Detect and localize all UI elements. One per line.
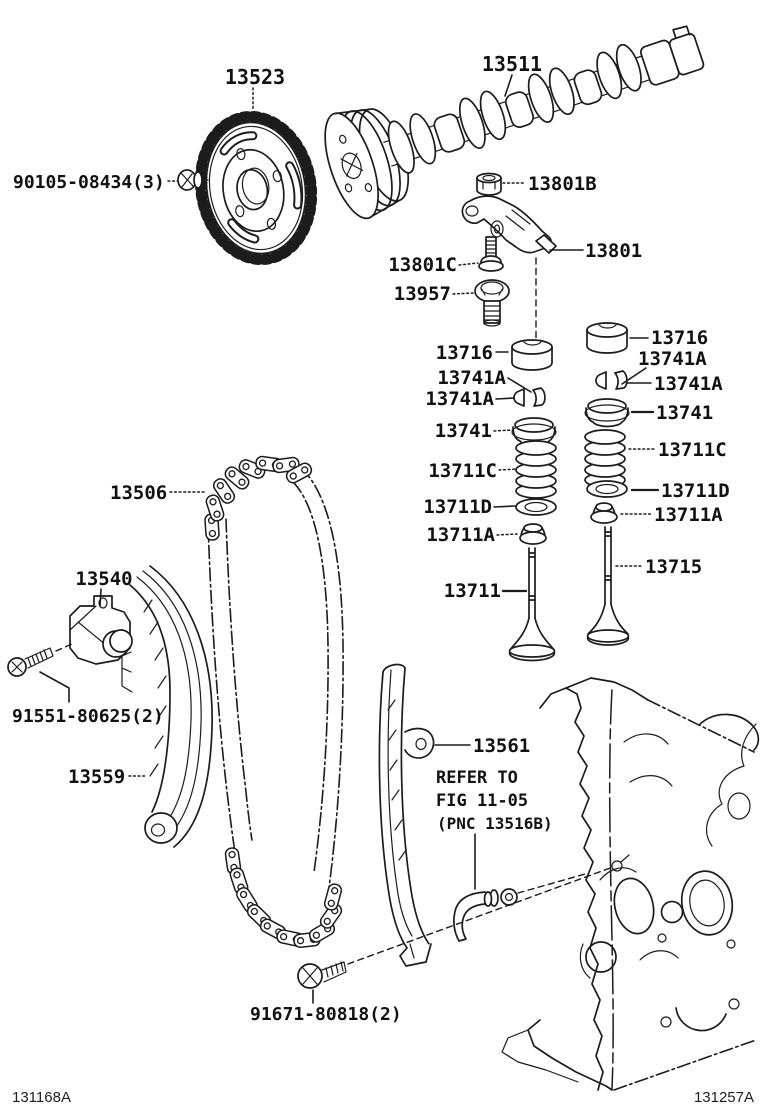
part-label-13801C: 13801C xyxy=(388,254,457,276)
part-label-13511: 13511 xyxy=(482,52,542,76)
part-label-13715: 13715 xyxy=(645,556,702,578)
part-label-13561: 13561 xyxy=(473,735,530,757)
timing-chain-drawing xyxy=(203,454,345,949)
part-label-13716-left: 13716 xyxy=(436,342,493,364)
chain-tensioner-drawing xyxy=(69,595,133,665)
part-label-13711D-right: 13711D xyxy=(661,480,730,502)
part-label-13711D-left: 13711D xyxy=(423,496,492,518)
part-label-13741-right: 13741 xyxy=(656,402,713,424)
part-label-13506: 13506 xyxy=(110,482,167,504)
part-label-13523: 13523 xyxy=(225,65,285,89)
part-label-13540: 13540 xyxy=(75,568,132,590)
intake-valve-assembly-drawing xyxy=(508,339,557,662)
camshaft-drawing xyxy=(324,25,705,220)
part-label-91551: 91551-80625(2) xyxy=(12,706,164,727)
camshaft-timing-gear-drawing xyxy=(194,110,318,266)
bolt-13957-drawing xyxy=(474,279,510,327)
chain-guide-13559-drawing xyxy=(121,565,213,848)
part-label-13957: 13957 xyxy=(394,283,451,305)
engine-block-drawing xyxy=(501,677,760,1091)
part-label-13741A-right-2: 13741A xyxy=(654,373,723,395)
nut-13801b-drawing xyxy=(476,172,502,196)
part-label-90105: 90105-08434(3) xyxy=(13,172,165,193)
refer-note-line1: REFER TO xyxy=(436,768,518,788)
refer-note-line2: FIG 11-05 xyxy=(436,791,528,811)
part-label-13741A-left-1: 13741A xyxy=(437,367,506,389)
part-label-13741-left: 13741 xyxy=(435,420,492,442)
oil-nozzle-drawing xyxy=(453,888,518,942)
part-label-13741A-right-1: 13741A xyxy=(638,348,707,370)
part-label-13711C-left: 13711C xyxy=(428,460,497,482)
exhaust-valve-assembly-drawing xyxy=(584,322,630,646)
refer-note-line3: (PNC 13516B) xyxy=(437,814,553,833)
part-label-13559: 13559 xyxy=(68,766,125,788)
part-label-13711: 13711 xyxy=(444,580,501,602)
gear-bolt-drawing xyxy=(177,169,209,191)
chain-guide-13561-drawing xyxy=(378,663,435,967)
screw-13801c-drawing xyxy=(478,236,504,272)
part-label-13711A-left: 13711A xyxy=(426,524,495,546)
figure-id-right: 131257A xyxy=(694,1089,754,1106)
part-label-13716-right: 13716 xyxy=(651,327,708,349)
figure-id-left: 131168A xyxy=(12,1089,71,1106)
part-label-13801: 13801 xyxy=(585,240,642,262)
part-label-13741A-left-2: 13741A xyxy=(425,388,494,410)
rocker-arm-drawing xyxy=(461,195,557,254)
part-label-13711A-right: 13711A xyxy=(654,504,723,526)
part-label-13711C-right: 13711C xyxy=(658,439,727,461)
part-label-13801B: 13801B xyxy=(528,173,597,195)
part-label-91671: 91671-80818(2) xyxy=(250,1004,402,1025)
leader-lines xyxy=(39,74,660,1004)
tensioner-bolt-drawing xyxy=(7,647,54,677)
guide-bolt-drawing xyxy=(297,961,347,989)
